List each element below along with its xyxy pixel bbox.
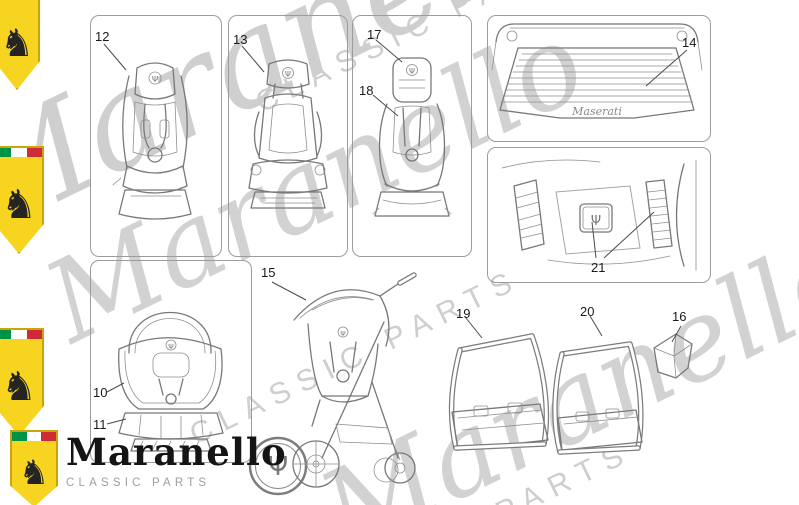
- maranello-shield-icon: ♞: [10, 430, 58, 505]
- ferrari-badge-1: ♞: [0, 0, 40, 90]
- italian-flag-stripe: [0, 330, 42, 339]
- trident-icon: Ψ: [168, 343, 174, 351]
- panel-child-seat: Ψ: [90, 15, 222, 257]
- part-number-17: 17: [367, 27, 382, 42]
- part-number-21: 21: [591, 260, 606, 275]
- panel-trunk-mat: Maserati: [487, 15, 711, 142]
- maranello-logo[interactable]: ♞ Maranello CLASSIC PARTS: [10, 430, 287, 505]
- maserati-trident-watermark: Ψ: [248, 436, 308, 496]
- prancing-horse-icon: ♞: [1, 363, 37, 410]
- part-number-20: 20: [580, 304, 595, 319]
- prancing-horse-icon: ♞: [1, 181, 37, 228]
- prancing-horse-icon: ♞: [18, 453, 50, 493]
- child-seat-2-drawing: Ψ: [372, 57, 452, 217]
- trident-icon: Ψ: [268, 452, 288, 482]
- trident-icon: Ψ: [591, 214, 601, 229]
- prancing-horse-icon: ♞: [0, 20, 35, 65]
- small-part-drawing: [653, 333, 693, 379]
- child-seat-drawing: Ψ: [112, 62, 192, 220]
- part-number-10: 10: [93, 385, 108, 400]
- brand-name: Maranello: [66, 430, 287, 474]
- italian-flag-stripe: [12, 432, 57, 441]
- trident-icon: Ψ: [409, 67, 415, 76]
- ferrari-badge-2: ♞: [0, 146, 44, 254]
- part-number-16: 16: [672, 309, 687, 324]
- part-number-13: 13: [233, 32, 248, 47]
- part-number-19: 19: [456, 306, 471, 321]
- trident-icon: Ψ: [152, 75, 158, 84]
- trident-icon: Ψ: [340, 330, 346, 338]
- part-number-18: 18: [359, 83, 374, 98]
- maserati-script: Maserati: [571, 105, 622, 118]
- part-number-15: 15: [261, 265, 276, 280]
- part-number-14: 14: [682, 35, 697, 50]
- trident-icon: Ψ: [285, 70, 291, 79]
- infant-carrier-drawing: Ψ: [118, 311, 224, 452]
- brand-subtitle: CLASSIC PARTS: [66, 477, 211, 489]
- part-number-11: 11: [93, 417, 107, 432]
- panel-booster-seat: Ψ: [228, 15, 348, 257]
- ferrari-badge-3: ♞: [0, 328, 44, 436]
- trunk-mat-drawing: Maserati: [491, 23, 703, 119]
- panel-child-seat-2: Ψ: [352, 15, 472, 257]
- part-number-12: 12: [95, 29, 110, 44]
- stroller-drawing: Ψ: [292, 272, 417, 488]
- seat-base-frame-19: [448, 333, 550, 451]
- italian-flag-stripe: [0, 148, 42, 157]
- panel-infant-carrier: Ψ: [90, 260, 252, 463]
- seat-base-frame-20: [552, 341, 644, 455]
- booster-seat-drawing: Ψ: [248, 59, 328, 209]
